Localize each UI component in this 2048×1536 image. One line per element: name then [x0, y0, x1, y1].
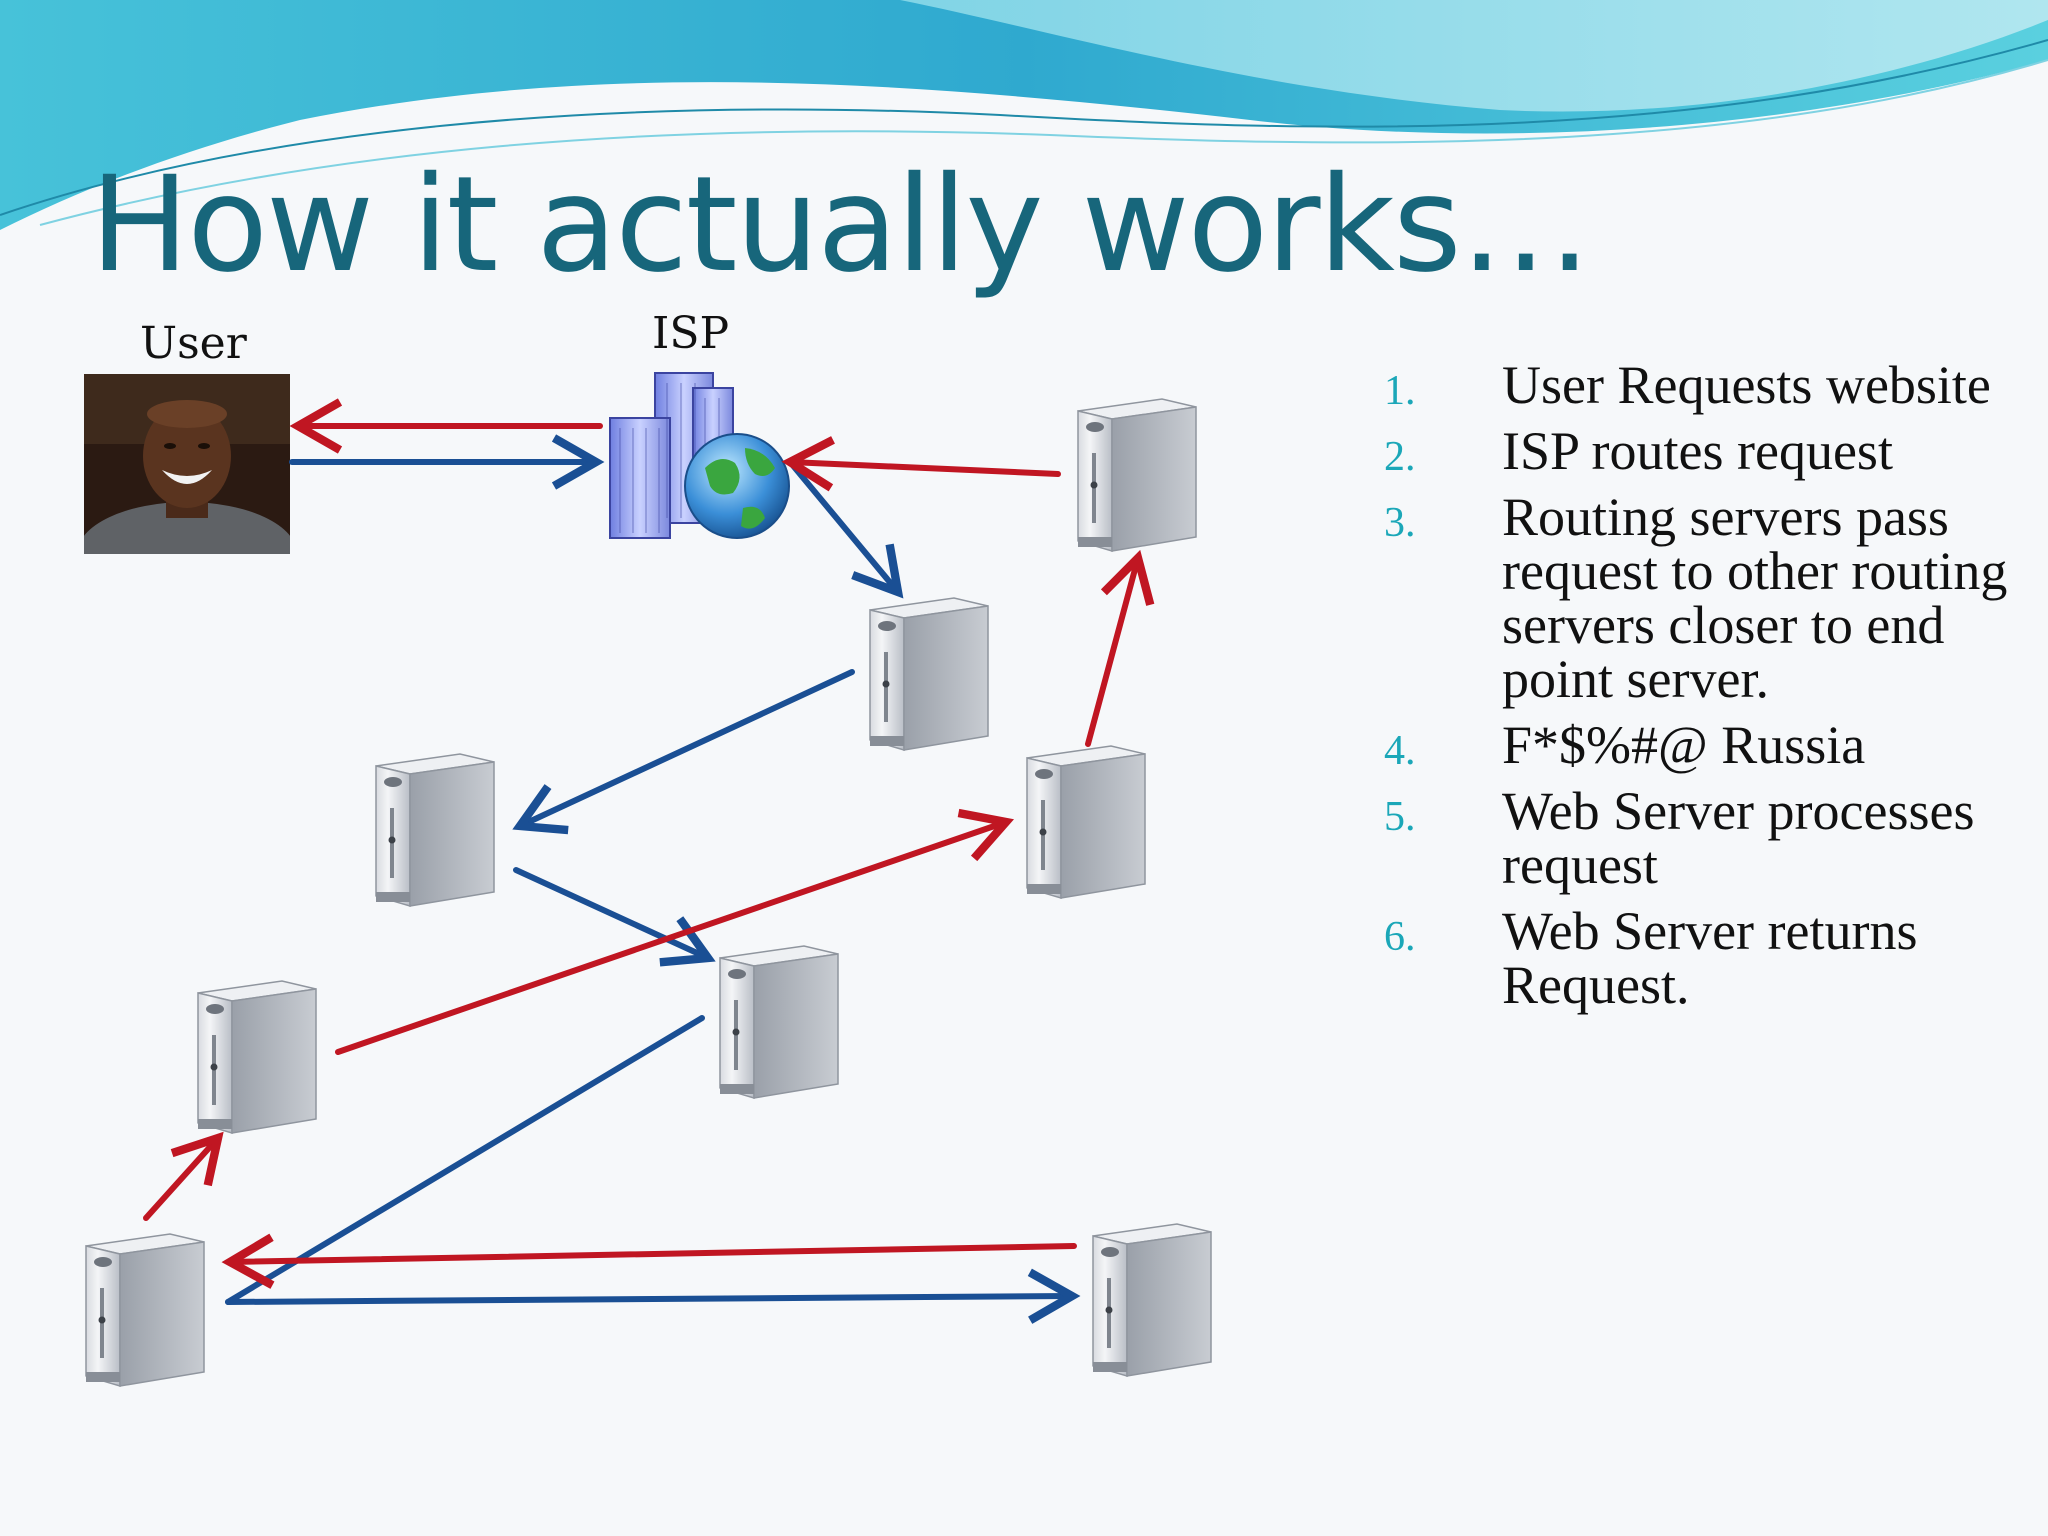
step-item: 2. ISP routes request	[1384, 421, 2024, 481]
arrow-router7-to-isp	[781, 436, 1061, 492]
server-icon-web-server	[1085, 1218, 1215, 1378]
header-wave-decoration	[0, 0, 2048, 240]
isp-building-globe-icon	[609, 372, 790, 539]
arrow-router6-to-router7	[1085, 549, 1155, 747]
steps-list: 1. User Requests website 2. ISP routes req…	[1384, 358, 2024, 1024]
step-number: 5.	[1384, 794, 1416, 840]
isp-label: ISP	[652, 308, 730, 359]
step-text: Web Server processes request	[1502, 781, 1975, 895]
server-icon-bottom-left	[78, 1228, 208, 1388]
step-text: Web Server returns Request.	[1502, 901, 1918, 1015]
server-icon-right-middle	[1019, 740, 1149, 900]
arrow-router2-to-router3	[513, 867, 716, 967]
step-item: 6. Web Server returns Request.	[1384, 904, 2024, 1012]
user-label: User	[140, 318, 247, 369]
arrow-router1-to-router2	[512, 669, 855, 835]
server-icon-upper-middle	[862, 592, 992, 752]
server-icon-lower-left	[190, 975, 320, 1135]
arrow-isp-to-router1	[787, 459, 904, 599]
step-number: 1.	[1384, 368, 1416, 414]
server-icon-top-right	[1070, 393, 1200, 553]
server-icon-left-middle	[368, 748, 498, 908]
slide-title: How it actually works…	[90, 148, 1592, 302]
step-text: Routing servers pass request to other ro…	[1502, 487, 2008, 709]
step-item: 5. Web Server processes request	[1384, 784, 2024, 892]
step-number: 4.	[1384, 728, 1416, 774]
step-text: F*$%#@ Russia	[1502, 715, 1866, 775]
step-text: User Requests website	[1502, 355, 1991, 415]
step-number: 6.	[1384, 914, 1416, 960]
arrow-router4-to-router5	[143, 1131, 224, 1221]
step-number: 2.	[1384, 434, 1416, 480]
server-icon-center	[712, 940, 842, 1100]
step-item: 4. F*$%#@ Russia	[1384, 715, 2024, 775]
step-text: ISP routes request	[1502, 421, 1893, 481]
step-item: 1. User Requests website	[1384, 355, 2024, 415]
step-number: 3.	[1384, 500, 1416, 546]
step-item: 3. Routing servers pass request to other …	[1384, 490, 2024, 706]
arrow-router4-to-webserver	[225, 1268, 1081, 1324]
arrow-webserver-to-router4	[221, 1233, 1077, 1289]
user-photo	[84, 374, 290, 554]
